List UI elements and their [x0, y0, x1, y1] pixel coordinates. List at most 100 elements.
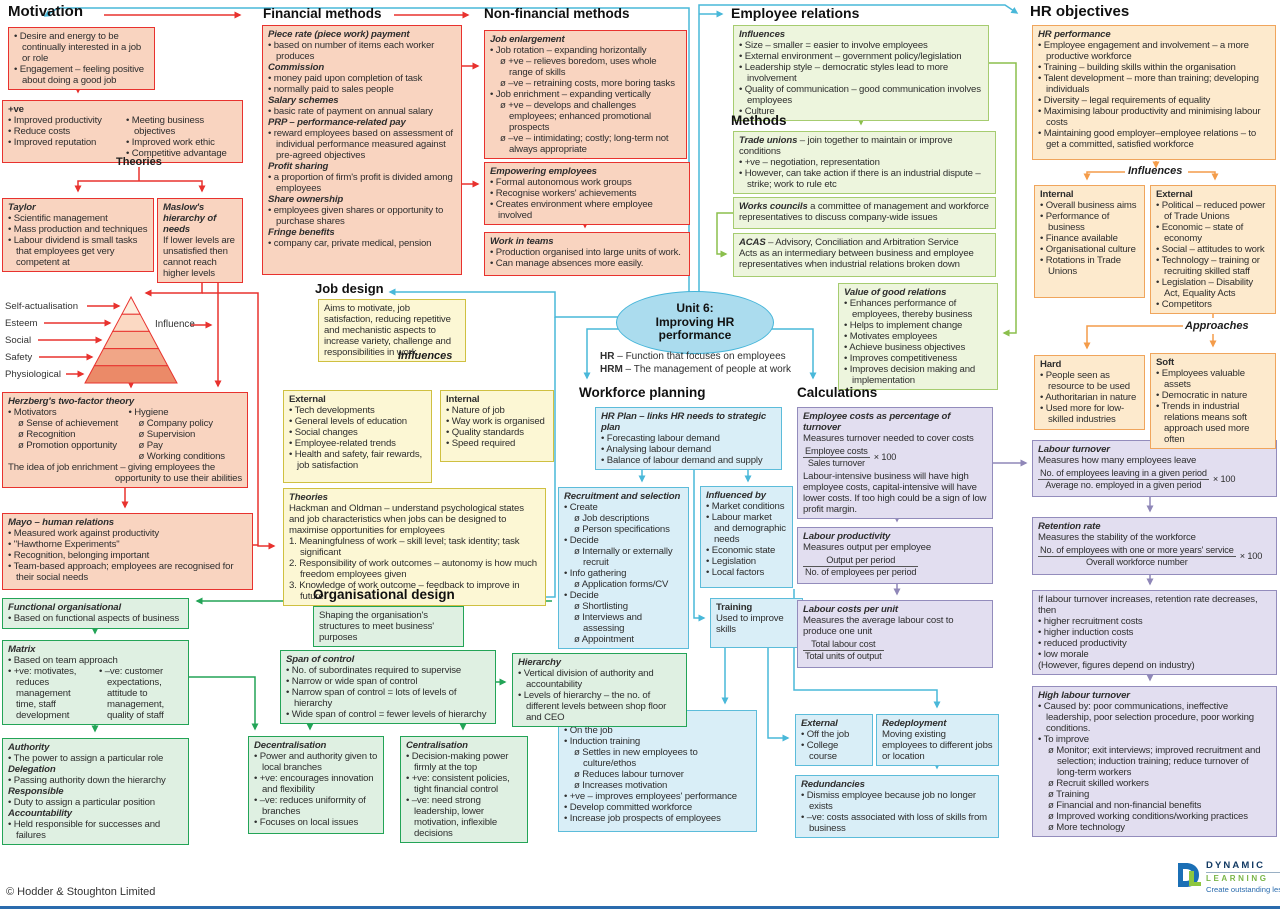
er-influences: InfluencesSize – smaller = easier to inv…	[733, 25, 989, 121]
text-line: Recruit skilled workers	[1048, 778, 1271, 789]
text-line: Market conditions	[706, 501, 787, 512]
text-line: External environment – government policy…	[739, 51, 983, 62]
dynamic-learning-logo: DYNAMIC LEARNING Create outstanding less…	[1176, 860, 1280, 894]
formula-denominator: No. of employees per period	[805, 567, 917, 577]
text-line: Political – reduced power of Trade Union…	[1156, 200, 1270, 222]
mayo: Mayo – human relationsMeasured work agai…	[2, 513, 253, 590]
influenced-by: Influenced byMarket conditionsLabour mar…	[700, 486, 793, 588]
job-enlargement: Job enlargementJob rotation – expanding …	[484, 30, 687, 159]
text-line: Improved working conditions/working prac…	[1048, 811, 1271, 822]
text-line: Maximising labour productivity and minim…	[1038, 106, 1270, 128]
column-left: Improved productivityReduce costsImprove…	[8, 115, 119, 159]
text-line: HR performance	[1038, 29, 1111, 40]
pyramid-level-label: Safety	[5, 352, 33, 363]
trade-unions: Trade unions – join together to maintain…	[733, 131, 996, 194]
text-line: Shortlisting	[574, 601, 683, 612]
text-line: Used more for low-skilled industries	[1040, 403, 1139, 425]
text-line: Labour productivity	[803, 531, 891, 542]
text-line: Mayo – human relations	[8, 517, 114, 528]
text-line: Size – smaller = easier to involve emplo…	[739, 40, 983, 51]
text-line: Job enlargement	[490, 34, 565, 45]
text-line: Shaping the organisation's structures to…	[319, 610, 434, 643]
text-line: Engagement – feeling positive about doin…	[14, 64, 149, 86]
text-line: Develop committed workforce	[564, 802, 751, 813]
text-line: Narrow or wide span of control	[286, 676, 490, 687]
text-line: Performance of business	[1040, 211, 1139, 233]
formula-multiplier: × 100	[1239, 551, 1263, 561]
text-line: Measures turnover needed to cover costs	[803, 433, 974, 444]
text-line: Theories	[289, 492, 328, 503]
works-councils: Works councils a committee of management…	[733, 197, 996, 229]
text-line: Taylor	[8, 202, 36, 213]
text-line: Legislation	[706, 556, 787, 567]
section-header-motivation: Motivation	[8, 3, 83, 20]
lead-term: ACAS	[739, 237, 766, 248]
hr-term: HR	[600, 351, 615, 362]
text-line: Promotion opportunity	[18, 440, 122, 451]
text-line: Technology – training or recruiting skil…	[1156, 255, 1270, 277]
text-line: Local factors	[706, 567, 787, 578]
text-line: Empowering employees	[490, 166, 597, 177]
text-line: Levels of hierarchy – the no. of differe…	[518, 690, 681, 723]
text-line: Labour-intensive business will have high…	[803, 471, 987, 515]
text-line: Measures how many employees leave	[1038, 455, 1197, 466]
text-line: On the job	[564, 725, 751, 736]
financial: Piece rate (piece work) paymentbased on …	[262, 25, 462, 275]
text-line: Delegation	[8, 764, 56, 775]
maslow-pyramid	[84, 295, 178, 384]
text-line: Recognition, belonging important	[8, 550, 247, 561]
taylor: TaylorScientific managementMass producti…	[2, 198, 154, 272]
formula-numerator: Employee costs	[803, 446, 870, 458]
text-line: Aims to motivate, job satisfaction, redu…	[324, 303, 451, 358]
text-line: Maslow's hierarchy of needs	[163, 202, 217, 235]
text-line: Meeting business objectives	[126, 115, 237, 137]
column-right: –ve: customer expectations, attitude to …	[99, 666, 183, 721]
text-line: Sense of achievement	[18, 418, 122, 429]
text-line: Salary schemes	[268, 95, 339, 106]
text-line: Job descriptions	[574, 513, 683, 524]
text-line: Functional organisational	[8, 602, 121, 613]
text-line: Span of control	[286, 654, 355, 665]
text-line: employees given shares or opportunity to…	[268, 205, 456, 227]
text-line: Responsible	[8, 786, 64, 797]
text-line: External	[801, 718, 838, 729]
section-header-workforce-planning: Workforce planning	[579, 385, 706, 400]
text-line: Improved reputation	[8, 137, 119, 148]
jd-external: ExternalTech developmentsGeneral levels …	[283, 390, 432, 483]
text-line: Overall business aims	[1040, 200, 1139, 211]
text-line: basic rate of payment on annual salary	[268, 106, 456, 117]
text-line: Influenced by	[706, 490, 766, 501]
hr-definition: HR – Function that focuses on employees	[600, 351, 786, 362]
label-theories-label: Theories	[116, 156, 162, 168]
logo-word-dynamic: DYNAMIC	[1206, 860, 1266, 871]
text-line: Production organised into large units of…	[490, 247, 684, 258]
text-line: a proportion of firm's profit is divided…	[268, 172, 456, 194]
text-line: "Hawthorne Experiments"	[8, 539, 247, 550]
text-line: Training	[1048, 789, 1271, 800]
text-line: Soft	[1156, 357, 1175, 368]
text-line: reward employees based on assessment of …	[268, 128, 456, 161]
text-line: ACAS – Advisory, Conciliation and Arbitr…	[739, 237, 990, 248]
text-line: Labour costs per unit	[803, 604, 898, 615]
decentralisation: DecentralisationPower and authority give…	[248, 736, 384, 834]
text-line: Retention rate	[1038, 521, 1101, 532]
text-line: Dismiss employee because job no longer e…	[801, 790, 993, 812]
pyramid-level-label: Esteem	[5, 318, 38, 329]
text-line: Analysing labour demand	[601, 444, 776, 455]
text-line: Competitive advantage	[126, 148, 237, 159]
column-right: Meeting business objectivesImproved work…	[126, 115, 237, 159]
matrix: MatrixBased on team approach+ve: motivat…	[2, 640, 189, 725]
authority: AuthorityThe power to assign a particula…	[2, 738, 189, 845]
text-line: Used to improve skills	[716, 613, 784, 635]
text-line: Measures the stability of the workforce	[1038, 532, 1196, 543]
text-line: Acts as an intermediary between business…	[739, 248, 974, 270]
lead-term: Trade unions	[739, 135, 798, 146]
text-line: Economic – state of economy	[1156, 222, 1270, 244]
text-line: normally paid to sales people	[268, 84, 456, 95]
hrm-term: HRM	[600, 364, 623, 375]
jd-internal: InternalNature of jobWay work is organis…	[440, 390, 554, 462]
text-line: Works councils a committee of management…	[739, 201, 990, 223]
text-line: Financial and non-financial benefits	[1048, 800, 1271, 811]
